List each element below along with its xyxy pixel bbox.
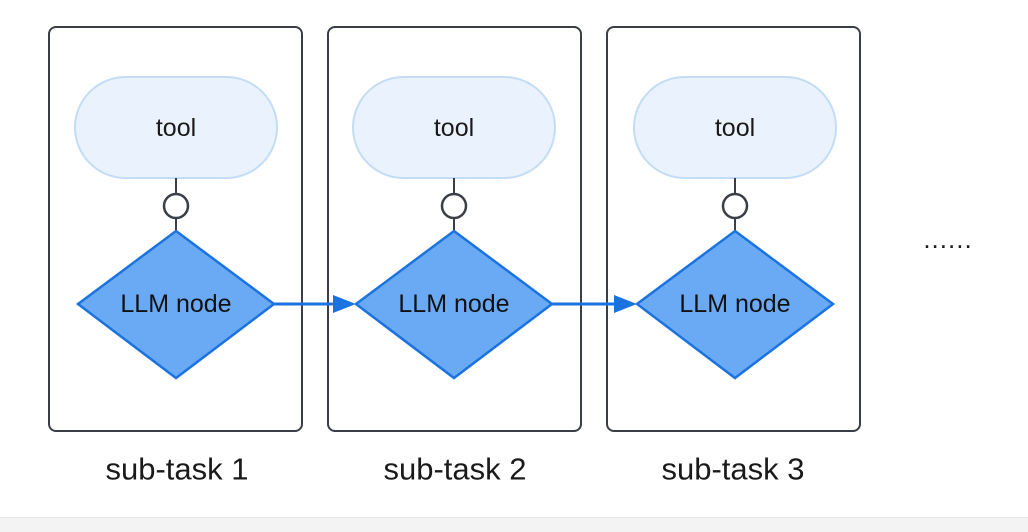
subtask-caption: sub-task 2 [383, 452, 526, 487]
subtask-stage-2: tool LLM node sub-task 2 [327, 26, 582, 487]
arrowhead-icon [333, 295, 356, 313]
llm-node-shape [353, 229, 555, 380]
tool-node-label: tool [434, 114, 474, 142]
llm-node-label: LLM node [398, 290, 509, 318]
llm-node: LLM node [353, 229, 555, 380]
flow-arrow-2-to-3 [552, 295, 637, 313]
subtask-caption: sub-task 1 [105, 452, 248, 487]
llm-node: LLM node [634, 229, 836, 380]
flow-arrow-1-to-2 [274, 295, 356, 313]
subtask-caption: sub-task 3 [661, 452, 804, 487]
tool-node: tool [352, 76, 556, 179]
llm-node-shape [75, 229, 277, 380]
tool-node-label: tool [156, 114, 196, 142]
tool-node-label: tool [715, 114, 755, 142]
tool-connector-circle [162, 192, 190, 220]
tool-connector-circle [721, 192, 749, 220]
tool-node: tool [633, 76, 837, 179]
bottom-edge-strip [0, 517, 1028, 532]
llm-node-label: LLM node [679, 290, 790, 318]
llm-node-shape [634, 229, 836, 380]
continuation-ellipsis: ...... [923, 224, 972, 254]
subtask-stage-1: tool LLM node sub-task 1 [48, 26, 303, 487]
tool-node: tool [74, 76, 278, 179]
tool-connector-circle [440, 192, 468, 220]
subtask-stage-3: tool LLM node sub-task 3 [606, 26, 861, 487]
llm-node-label: LLM node [120, 290, 231, 318]
arrowhead-icon [614, 295, 637, 313]
llm-node: LLM node [75, 229, 277, 380]
